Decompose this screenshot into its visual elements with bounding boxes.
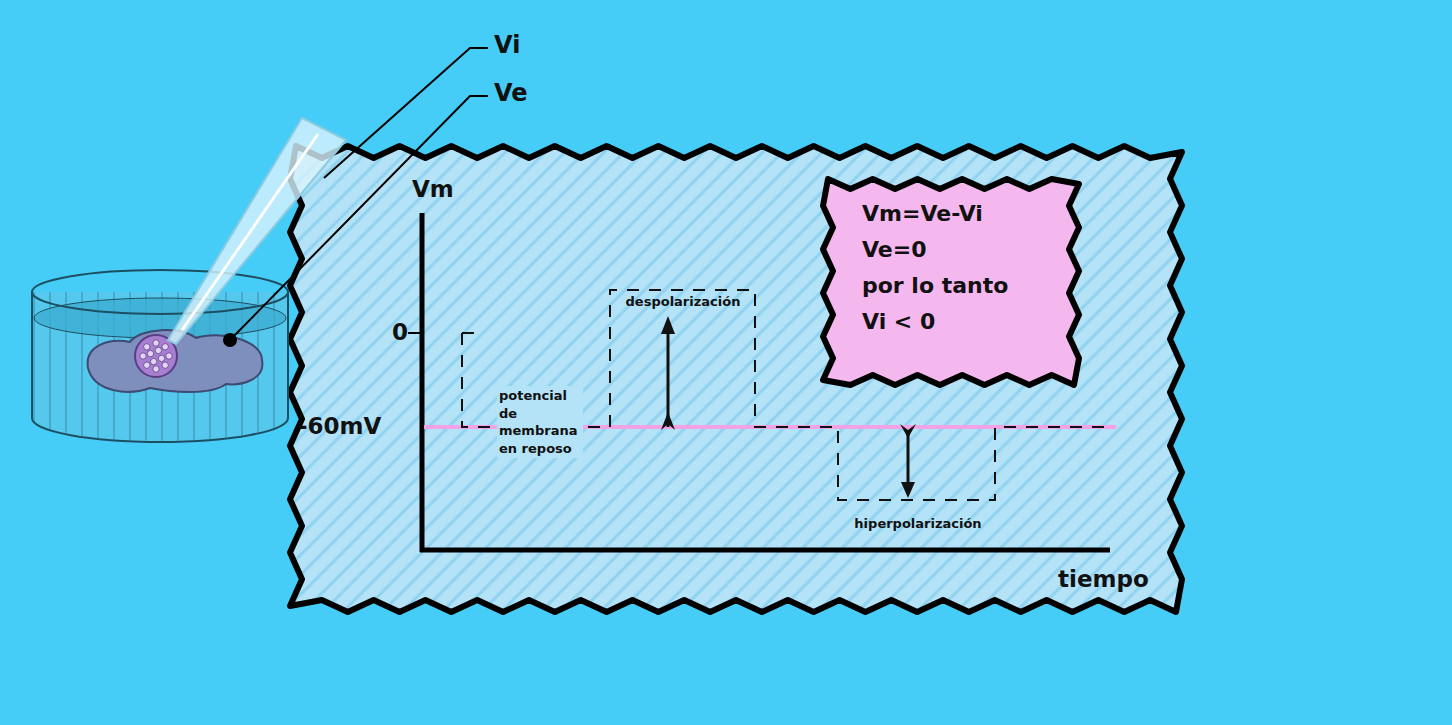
leader-line bbox=[230, 96, 488, 340]
tick-label: -60mV bbox=[298, 413, 381, 439]
tick-label: 0 bbox=[392, 319, 408, 345]
state-label: hiperpolarización bbox=[854, 517, 981, 532]
note-line: por lo tanto bbox=[862, 268, 1080, 304]
note-line: Vm=Ve-Vi bbox=[862, 196, 1080, 232]
note-box: Vm=Ve-ViVe=0por lo tantoVi < 0 bbox=[822, 178, 1080, 386]
state-label: despolarización bbox=[626, 295, 741, 310]
electrode-dot bbox=[223, 333, 237, 347]
depolarization-arrow bbox=[661, 316, 675, 430]
state-label: potencial de membrana en reposo bbox=[497, 386, 583, 458]
beaker bbox=[32, 270, 288, 442]
hyperpolarization-arrow bbox=[900, 424, 916, 498]
probe-label: Ve bbox=[494, 80, 528, 108]
note-line: Ve=0 bbox=[862, 232, 1080, 268]
leader-line bbox=[324, 48, 488, 178]
axis-title: Vm bbox=[412, 176, 454, 202]
sketch-panel bbox=[290, 146, 1182, 612]
probe-label: Vi bbox=[494, 32, 520, 60]
pipette bbox=[168, 118, 346, 344]
note-line: Vi < 0 bbox=[862, 304, 1080, 340]
axis-title: tiempo bbox=[1058, 566, 1149, 592]
